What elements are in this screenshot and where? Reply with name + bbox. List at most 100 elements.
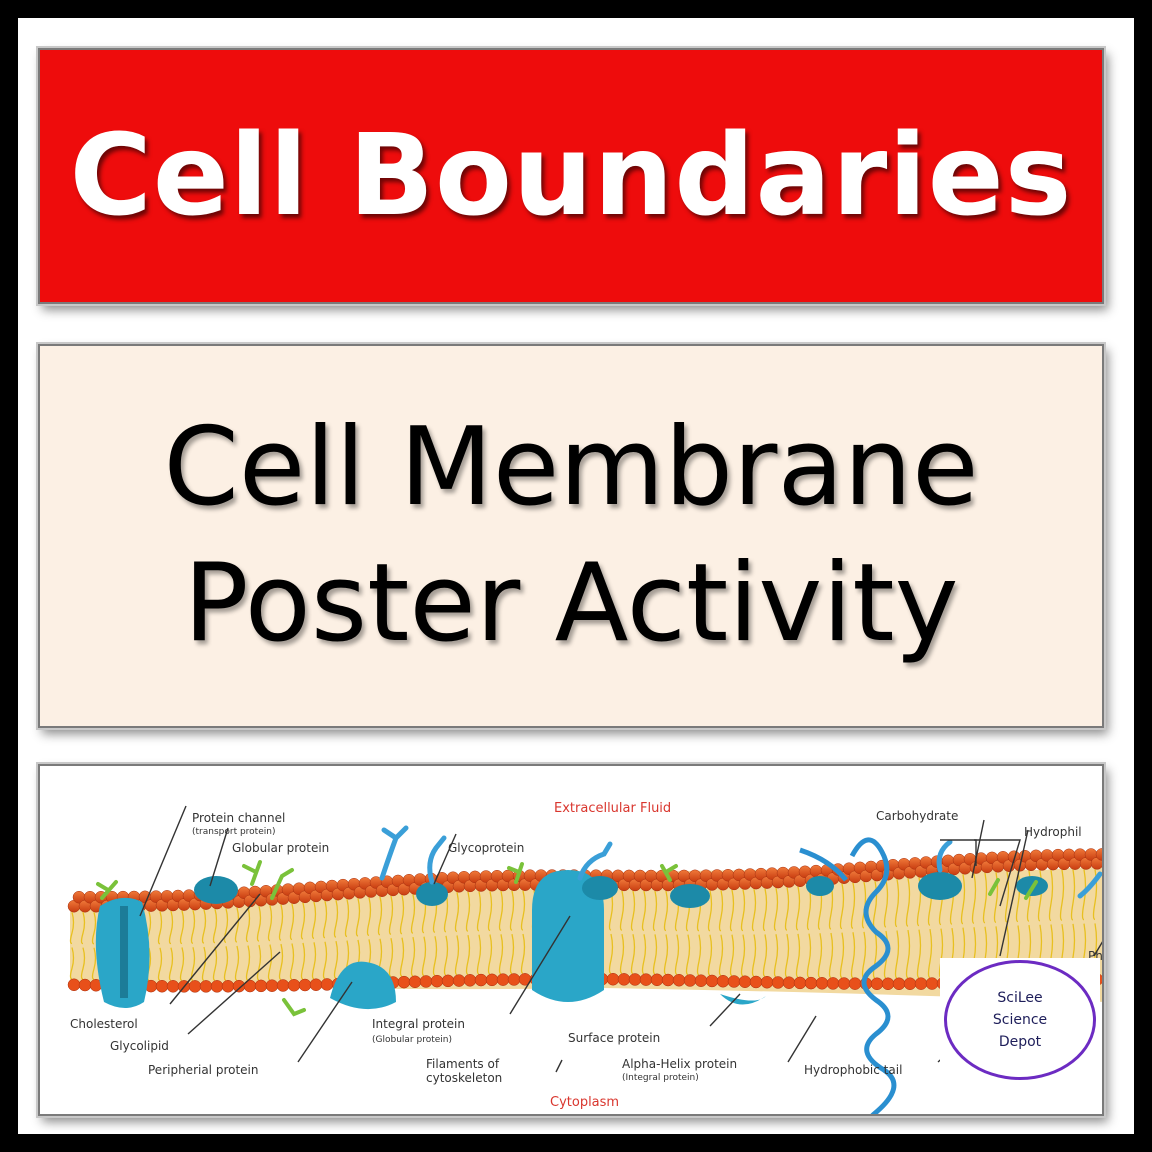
phospholipid-head <box>892 977 906 991</box>
phospholipid-tail <box>1004 871 1010 923</box>
phospholipid-tail <box>91 912 97 945</box>
phospholipid-tail <box>960 874 966 925</box>
phospholipid-tail <box>806 885 812 931</box>
phospholipid-tail <box>212 946 218 981</box>
phospholipid-tail <box>740 934 746 977</box>
badge-line-2: Science <box>992 1012 1048 1028</box>
phospholipid-tail <box>454 892 460 933</box>
label-glycolipid: Glycolipid <box>110 1039 169 1053</box>
phospholipid-head <box>199 980 213 993</box>
phospholipid-tail <box>366 897 372 936</box>
phospholipid-head <box>309 978 323 991</box>
integral-protein-shape <box>532 870 604 1002</box>
phospholipid-tail <box>641 934 647 975</box>
phospholipid-head <box>320 978 334 991</box>
phospholipid-tail <box>729 934 735 977</box>
phospholipid-tail <box>762 934 768 977</box>
phospholipid-tail <box>443 935 449 976</box>
phospholipid-tail <box>652 890 658 932</box>
label-transport-protein: (transport protein) <box>192 827 275 837</box>
phospholipid-tail <box>498 890 504 931</box>
phospholipid-tail <box>652 934 658 975</box>
phospholipid-head <box>221 980 235 993</box>
phospholipid-tail <box>344 899 350 938</box>
phospholipid-head <box>452 974 466 987</box>
phospholipid-tail <box>410 937 416 977</box>
carbohydrate-protein <box>918 872 962 900</box>
phospholipid-tail <box>762 888 768 932</box>
phospholipid-tail <box>157 947 163 981</box>
phospholipid-head <box>628 973 642 986</box>
phospholipid-tail <box>190 947 196 982</box>
phospholipid-tail <box>718 934 724 976</box>
phospholipid-head <box>705 974 719 988</box>
alpha-helix-protein <box>799 837 897 1114</box>
phospholipid-tail <box>850 932 856 979</box>
phospholipid-tail <box>498 934 504 975</box>
badge-ring: SciLee Science Depot <box>944 960 1096 1080</box>
phospholipid-head <box>925 977 939 990</box>
subtitle-line-2: Poster Activity <box>183 541 959 666</box>
small-protein-top <box>582 876 618 900</box>
label-leader-lines <box>139 805 1102 1073</box>
phospholipid-tail <box>190 909 196 944</box>
brand-badge: SciLee Science Depot <box>940 958 1100 1082</box>
phospholipid-tail <box>839 883 845 930</box>
phospholipid-head <box>485 973 499 987</box>
phospholipid-tail <box>795 933 801 978</box>
phospholipid-tail <box>355 898 361 937</box>
phospholipid-tail <box>454 935 460 976</box>
phospholipid-tail <box>311 942 317 980</box>
phospholipid-tail <box>267 944 273 981</box>
phospholipid-tail <box>894 930 900 979</box>
phospholipid-head <box>837 977 851 990</box>
phospholipid-tail <box>245 945 251 981</box>
label-hydrophilic: Hydrophil <box>1024 825 1082 839</box>
phospholipid-tail <box>784 933 790 978</box>
label-hydrophobic-tail: Hydrophobic tail <box>804 1063 902 1077</box>
phospholipid-head <box>419 975 433 988</box>
phospholipid-head <box>738 975 752 988</box>
phospholipid-tail <box>828 932 834 979</box>
phospholipid-head <box>815 977 829 990</box>
phospholipid-tail <box>333 899 339 938</box>
phospholipid-tail <box>751 888 757 932</box>
phospholipid-tail <box>443 892 449 933</box>
phospholipid-tail <box>630 890 636 931</box>
phospholipid-tail <box>80 947 86 980</box>
phospholipid-tail <box>300 902 306 940</box>
phospholipid-tail <box>289 903 295 941</box>
phospholipid-tail <box>806 933 812 978</box>
phospholipid-head <box>826 977 840 990</box>
phospholipid-head <box>507 973 521 986</box>
label-protein-channel: Protein channel <box>192 811 285 825</box>
title-banner: Cell Boundaries <box>38 48 1104 304</box>
phospholipid-tail <box>201 909 207 944</box>
phospholipid-head <box>166 980 180 993</box>
phospholipid-tail <box>828 884 834 930</box>
surface-protein-shape <box>720 994 766 1005</box>
phospholipid-tail <box>399 895 405 935</box>
phospholipid-tail <box>388 938 394 978</box>
phospholipid-head <box>760 975 774 989</box>
phospholipid-tail <box>905 878 911 927</box>
phospholipid-tail <box>322 941 328 980</box>
membrane-diagram-panel: Extracellular Fluid Cytoplasm Protein ch… <box>38 764 1104 1116</box>
phospholipid-tail <box>971 873 977 924</box>
phospholipid-tail <box>608 890 614 931</box>
phospholipid-head <box>782 976 796 989</box>
phospholipid-tail <box>267 905 273 942</box>
phospholipid-tail <box>729 889 735 932</box>
phospholipid-tail <box>278 943 284 981</box>
phospholipid-tail <box>234 945 240 981</box>
phospholipid-head <box>276 979 290 992</box>
phospholipid-tail <box>487 934 493 975</box>
label-filaments: Filaments of <box>426 1057 500 1071</box>
phospholipid-head <box>804 976 818 990</box>
phospholipid-tail <box>465 934 471 975</box>
phospholipid-tail <box>212 908 218 944</box>
phospholipid-head <box>727 975 741 988</box>
phospholipid-tail <box>333 940 339 979</box>
phospholipid-tail <box>476 934 482 975</box>
phospholipid-tail <box>619 890 625 931</box>
